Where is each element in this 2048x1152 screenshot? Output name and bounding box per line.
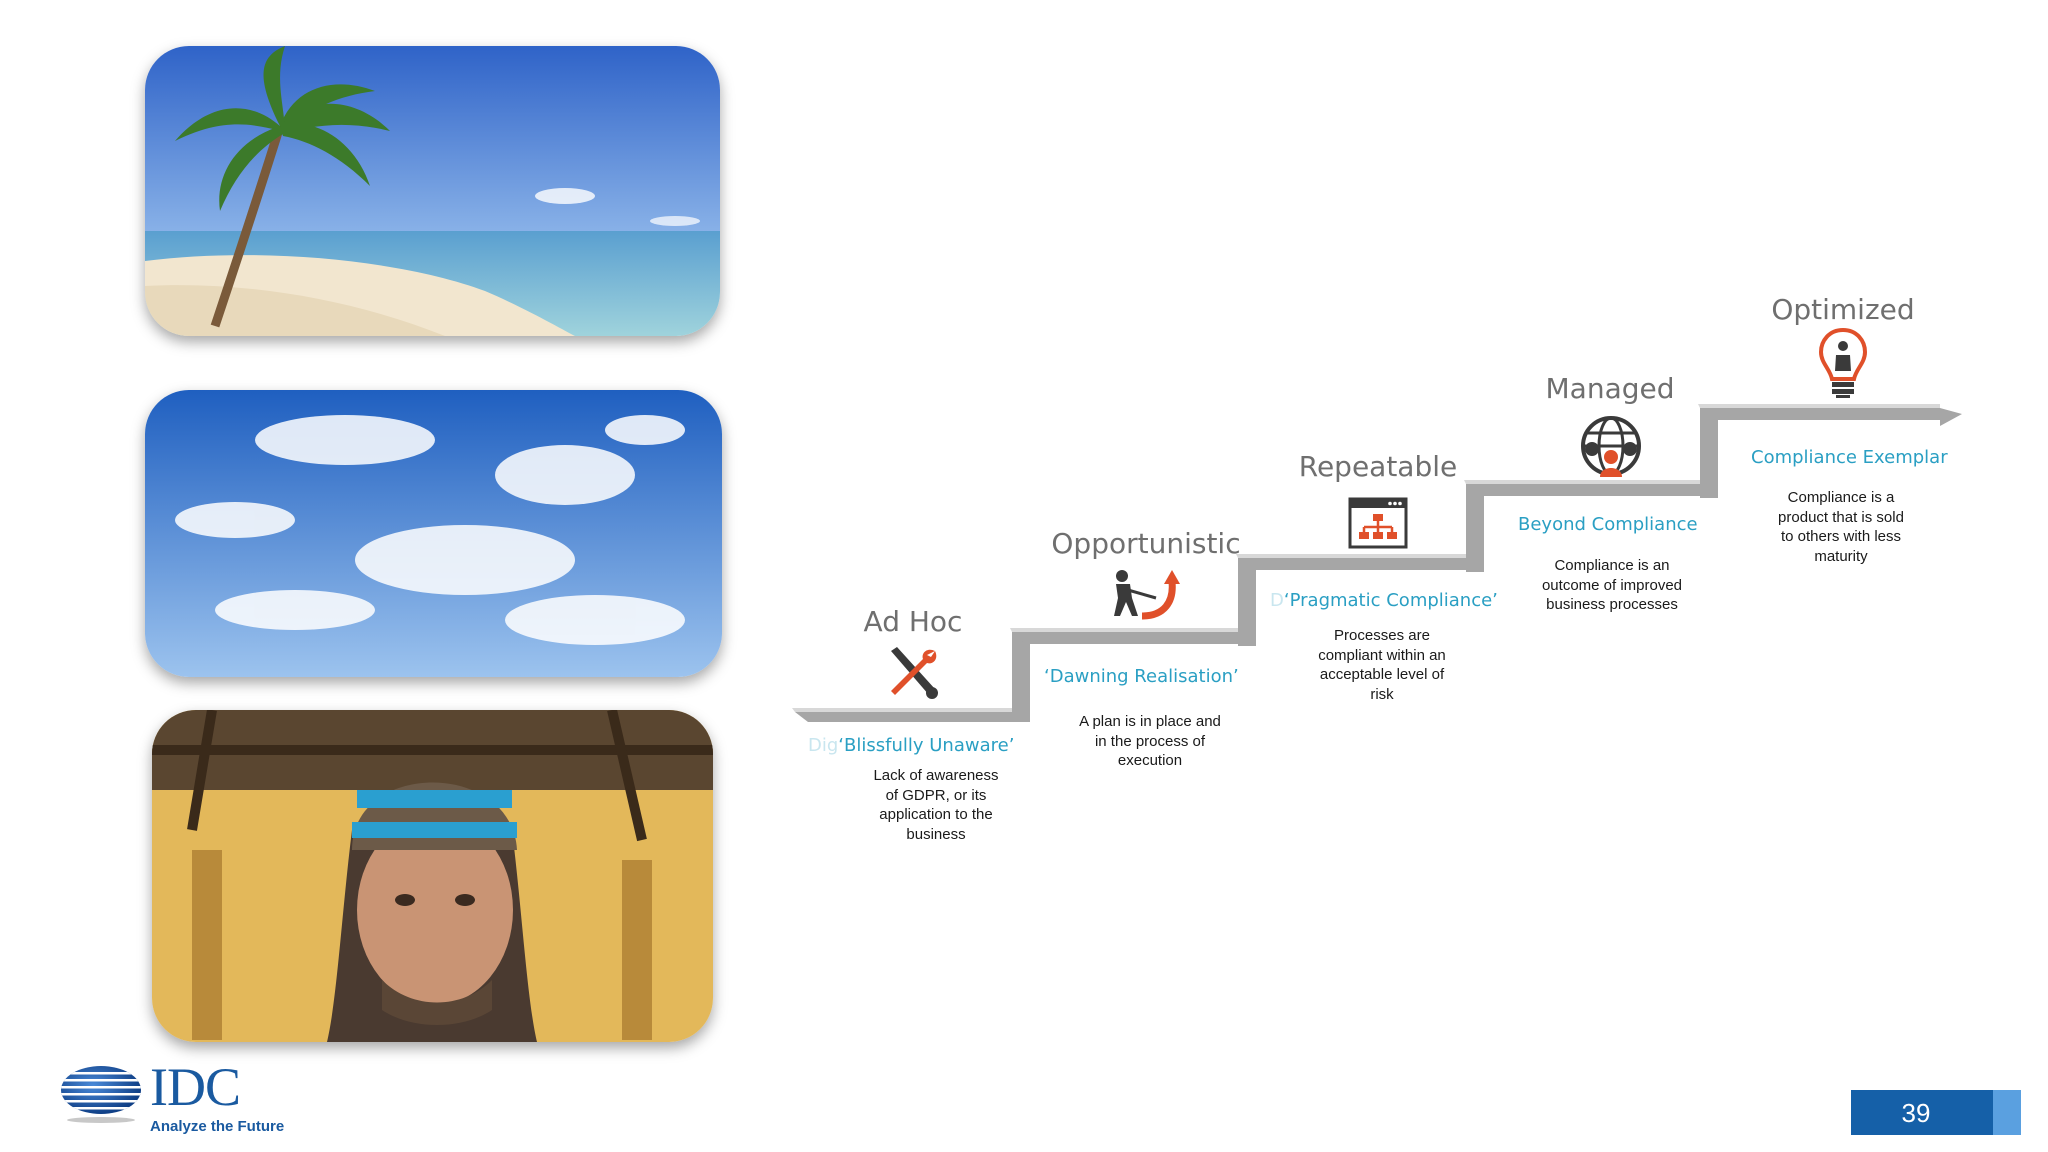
desc-line: to others with less (1780, 528, 1902, 545)
stage-title-text: Beyond Compliance (1518, 514, 1698, 535)
beach-photo (145, 46, 720, 336)
level-label-repeatable: Repeatable (1298, 450, 1458, 483)
desc-line: Lack of awareness (873, 767, 999, 784)
level-label-optimized: Optimized (1771, 293, 1915, 326)
desc-line: Processes are (1334, 627, 1430, 644)
stair-step-3 (1238, 558, 1480, 570)
org-chart-window-icon (1348, 497, 1408, 549)
desc-line: product that is sold (1778, 508, 1904, 526)
stage-title-beyond-compliance: Beyond Compliance (1518, 514, 1698, 535)
stage-title-pragmatic-compliance: D‘Pragmatic Compliance’ (1270, 590, 1498, 611)
desc-line: business (906, 825, 966, 843)
desc-line: execution (1117, 752, 1183, 769)
page-badge-accent (1993, 1090, 2021, 1135)
tug-of-war-icon (1106, 568, 1186, 620)
stage-description-opportunistic: A plan is in place and in the process of… (1079, 712, 1221, 771)
desc-line: application to the (879, 806, 993, 823)
tools-icon (883, 645, 943, 701)
stage-description-managed: Compliance is an outcome of improved bus… (1542, 556, 1682, 615)
sky-clouds-photo (145, 390, 722, 677)
stage-title-compliance-exemplar: Compliance Exemplar (1751, 447, 1948, 468)
stage-description-repeatable: Processes are compliant within an accept… (1318, 626, 1446, 704)
desc-line: compliant within an (1318, 646, 1446, 664)
stair-riser-4 (1700, 408, 1718, 498)
stair-riser-1 (1012, 632, 1030, 722)
desc-line: Compliance is an (1554, 557, 1670, 574)
stair-step-2 (1012, 632, 1250, 644)
level-label-ad-hoc: Ad Hoc (863, 605, 963, 638)
globe-people-icon (1578, 413, 1644, 479)
desc-line: A plan is in place and (1079, 713, 1221, 730)
desc-line: in the process of (1094, 732, 1206, 750)
desc-line: maturity (1814, 547, 1868, 565)
stage-description-ad-hoc: Lack of awareness of GDPR, or its applic… (873, 766, 998, 844)
desc-line: acceptable level of (1319, 666, 1445, 683)
stair-riser-3 (1466, 484, 1484, 572)
stair-step-5 (1700, 408, 1962, 426)
stage-ghost-text: Dig (808, 735, 839, 756)
lightbulb-person-icon (1818, 327, 1868, 399)
stair-step-4 (1466, 484, 1712, 496)
stage-title-text: ‘Pragmatic Compliance’ (1283, 590, 1498, 611)
stage-title-dawning-realisation: ‘Dawning Realisation’ (1044, 666, 1239, 687)
desc-line: Compliance is a (1787, 489, 1895, 506)
stage-title-text: ‘Dawning Realisation’ (1044, 666, 1239, 687)
page-number-badge: 39 (1851, 1090, 2021, 1135)
desc-line: business processes (1546, 596, 1678, 613)
stair-riser-2 (1238, 558, 1256, 646)
logo-tagline: Analyze the Future (150, 1118, 285, 1135)
stage-description-optimized: Compliance is a product that is sold to … (1778, 488, 1904, 566)
stage-title-blissfully-unaware: Dig‘Blissfully Unaware’ (808, 735, 1014, 756)
stage-title-text: ‘Blissfully Unaware’ (838, 735, 1015, 756)
level-label-managed: Managed (1545, 372, 1675, 405)
level-label-opportunistic: Opportunistic (1051, 527, 1241, 560)
desc-line: of GDPR, or its (885, 786, 987, 804)
person-portrait-photo (152, 710, 713, 1042)
stair-step-1 (795, 712, 1020, 722)
stage-title-text: Compliance Exemplar (1751, 447, 1948, 468)
logo-wordmark: IDC (150, 1057, 241, 1117)
page-number: 39 (1901, 1098, 1931, 1128)
stage-ghost-text: D (1270, 590, 1284, 611)
desc-line: outcome of improved (1541, 576, 1683, 594)
desc-line: risk (1370, 685, 1394, 703)
idc-globe-icon (61, 1066, 141, 1123)
idc-logo: IDC Analyze the Future (58, 1057, 298, 1140)
